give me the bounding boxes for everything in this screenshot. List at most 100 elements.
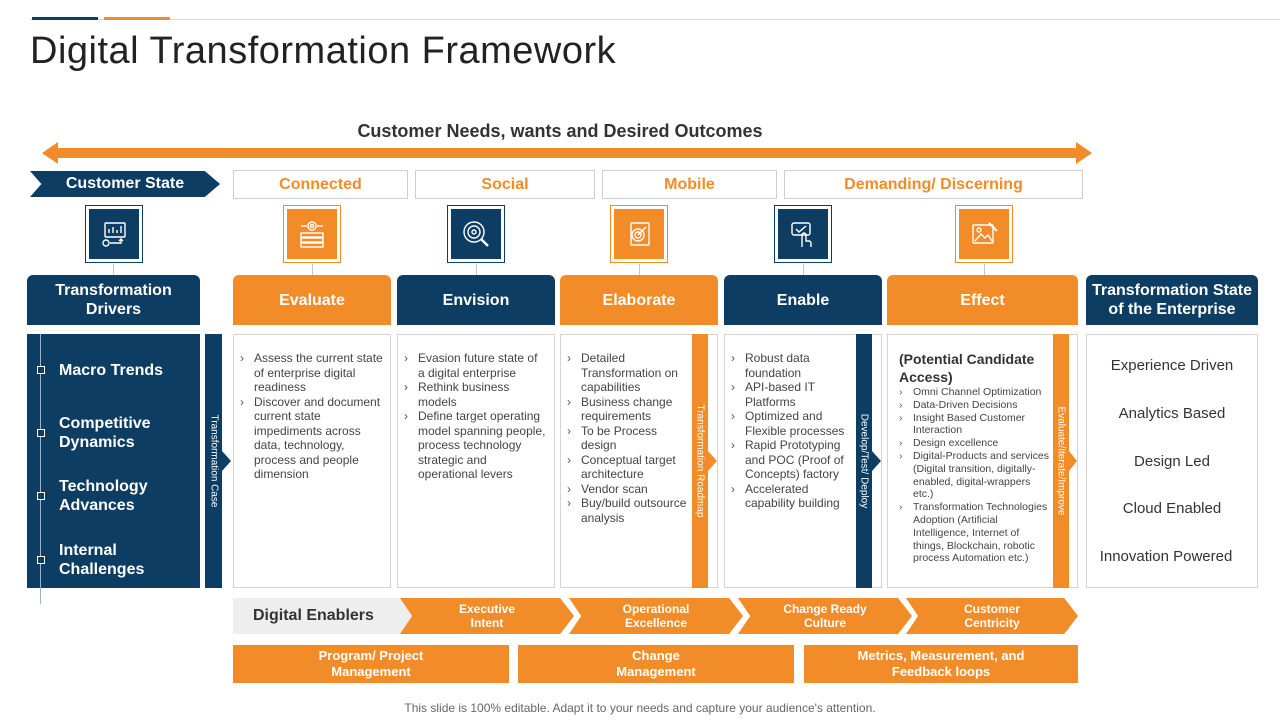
connector [803,264,804,275]
connector [639,264,640,275]
list-item: Evasion future state of a digital enterp… [398,351,546,380]
drivers-panel [27,334,200,588]
evaluate-iterate-improve-strip: Evaluate/Iterate/Improve [1053,334,1069,588]
enterprise-state-panel: Experience Driven Analytics Based Design… [1086,334,1258,588]
connector [113,264,114,275]
transformation-case-strip: Transformation Case [205,334,222,588]
chevron-label: Customer Centricity [963,602,1020,630]
chevron-label: Change Ready Culture [783,602,867,630]
stage-envision-header: Envision [397,275,555,325]
effect-bullet-list: Omni Channel Optimization Data-Driven De… [893,386,1053,565]
chevron-operational-excellence: Operational Excellence [569,598,743,634]
list-item: Robust data foundation [725,351,857,380]
evaluate-content: Assess the current state of enterprise d… [233,334,391,588]
icon-frame-envision [447,205,505,263]
list-item: Assess the current state of enterprise d… [234,351,386,395]
driver-technology-advances: Technology Advances [59,478,148,514]
connector [312,264,313,275]
list-item: API-based IT Platforms [725,380,857,409]
driver-internal-challenges: Internal Challenges [59,542,145,578]
evaluate-iterate-improve-label: Evaluate/Iterate/Improve [1055,406,1067,516]
digital-enablers-label: Digital Enablers [233,598,413,634]
accent-bar-orange [104,17,170,20]
banner-title: Customer Needs, wants and Desired Outcom… [357,121,763,141]
analytics-dashboard-icon [89,209,139,259]
strip-arrow-icon [222,451,231,471]
icon-frame-elaborate [610,205,668,263]
strip-arrow-icon [1069,451,1077,471]
stage-evaluate-header: Evaluate [233,275,391,325]
list-item: Design excellence [893,437,1053,450]
enterprise-item: Cloud Enabled [1122,500,1222,517]
metrics-feedback-loops: Metrics, Measurement, and Feedback loops [804,645,1078,683]
list-item: Discover and document current state impe… [234,395,386,482]
icon-frame-enable [774,205,832,263]
touch-screen-icon [778,209,828,259]
elaborate-content: Detailed Transformation on capabilities … [560,334,718,588]
driver-macro-trends: Macro Trends [59,362,164,379]
list-item: Digital-Products and services (Digital t… [893,450,1053,501]
strip-arrow-icon [872,451,881,471]
chevron-label: Operational Excellence [622,602,690,630]
icon-frame-drivers [85,205,143,263]
server-gear-icon [287,209,337,259]
stage-elaborate-header: Elaborate [560,275,718,325]
page-title: Digital Transformation Framework [30,30,617,72]
state-mobile: Mobile [602,170,777,199]
accent-bar-navy [32,17,98,20]
enterprise-state-header: Transformation State of the Enterprise [1086,275,1258,325]
effect-heading: (Potential Candidate Access) [899,351,1035,385]
list-item: Rethink business models [398,380,546,409]
change-management: Change Management [518,645,794,683]
chevron-label: Executive Intent [458,602,516,630]
enterprise-item: Experience Driven [1110,357,1234,374]
develop-test-deploy-label: Develop/Test/ Deploy [858,413,870,509]
transformation-roadmap-strip: Transformation Roadmap [692,334,708,588]
header-divider [30,19,1280,20]
target-search-icon [451,209,501,259]
chevron-executive-intent: Executive Intent [400,598,574,634]
driver-bullet-dot [37,429,45,437]
list-item: Accelerated capability building [725,482,857,511]
list-item: Omni Channel Optimization [893,386,1053,399]
state-demanding: Demanding/ Discerning [784,170,1083,199]
document-target-icon [614,209,664,259]
strip-arrow-icon [708,451,717,471]
icon-frame-evaluate [283,205,341,263]
list-item: Business change requirements [561,395,693,424]
develop-test-deploy-strip: Develop/Test/ Deploy [856,334,872,588]
bottom-box-label: Metrics, Measurement, and Feedback loops [857,648,1025,679]
driver-competitive-dynamics: Competitive Dynamics [59,415,151,451]
double-arrow-icon [42,142,1092,164]
chevron-customer-centricity: Customer Centricity [906,598,1078,634]
image-edit-icon [959,209,1009,259]
driver-bullet-dot [37,492,45,500]
icon-frame-effect [955,205,1013,263]
list-item: Data-Driven Decisions [893,399,1053,412]
chevron-change-ready-culture: Change Ready Culture [738,598,912,634]
connector [984,264,985,275]
state-connected: Connected [233,170,408,199]
state-social: Social [415,170,595,199]
list-item: Rapid Prototyping and POC (Proof of Conc… [725,438,857,482]
bottom-box-label: Program/ Project Management [318,648,424,679]
transformation-drivers-header: Transformation Drivers [27,275,200,325]
customer-state-label: Customer State [30,171,220,197]
envision-content: Evasion future state of a digital enterp… [397,334,555,588]
enterprise-item: Analytics Based [1118,405,1226,422]
list-item: Define target operating model spanning p… [398,409,546,482]
driver-bullet-dot [37,366,45,374]
stage-effect-header: Effect [887,275,1078,325]
drivers-timeline-line [40,334,41,604]
stage-enable-header: Enable [724,275,882,325]
list-item: Buy/build outsource analysis [561,496,693,525]
enterprise-item: Innovation Powered [1099,548,1233,565]
list-item: Vendor scan [561,482,693,497]
list-item: Detailed Transformation on capabilities [561,351,693,395]
list-item: Optimized and Flexible processes [725,409,857,438]
connector [476,264,477,275]
list-item: Transformation Technologies Adoption (Ar… [893,501,1053,565]
footer-note: This slide is 100% editable. Adapt it to… [404,701,876,715]
list-item: Insight Based Customer Interaction [893,412,1053,438]
driver-bullet-dot [37,556,45,564]
